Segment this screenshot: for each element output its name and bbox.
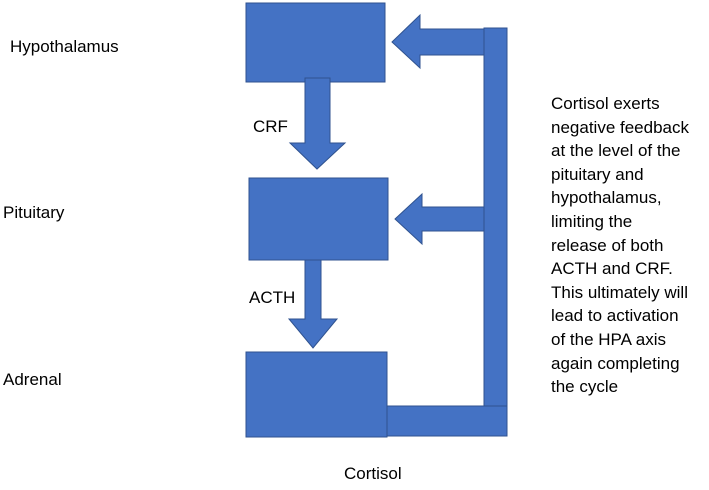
acth-arrow [287, 259, 339, 349]
note-line: pituitary and [551, 164, 644, 184]
hypothalamus-label: Hypothalamus [10, 37, 119, 56]
note-line: at the level of the [551, 141, 681, 161]
note-line: lead to activation [551, 306, 679, 326]
note-line: negative feedback [551, 117, 689, 137]
cortisol-label: Cortisol [344, 464, 402, 483]
acth-label: ACTH [249, 288, 296, 307]
pituitary-box [248, 177, 389, 261]
hypothalamus-box [245, 2, 386, 83]
adrenal-label: Adrenal [3, 370, 62, 389]
note-line: hypothalamus, [551, 188, 662, 208]
feedback-bar [483, 27, 508, 437]
note-line: again completing [551, 353, 680, 373]
feedback-note: Cortisol exerts negative feedback at the… [551, 92, 709, 399]
note-line: limiting the [551, 211, 633, 231]
feedback-arrow-pituitary [394, 192, 485, 246]
feedback-arrow-hypothalamus [391, 13, 485, 70]
note-line: This ultimately will [551, 282, 688, 302]
note-line: the cycle [551, 377, 619, 397]
note-line: ACTH and CRF. [551, 259, 673, 279]
pituitary-label: Pituitary [3, 203, 65, 222]
note-line: Cortisol exerts [551, 94, 660, 113]
crf-arrow [288, 77, 347, 170]
note-line: of the HPA axis [551, 329, 666, 349]
note-line: release of both [551, 235, 664, 255]
crf-label: CRF [253, 117, 288, 136]
adrenal-box [245, 351, 388, 438]
